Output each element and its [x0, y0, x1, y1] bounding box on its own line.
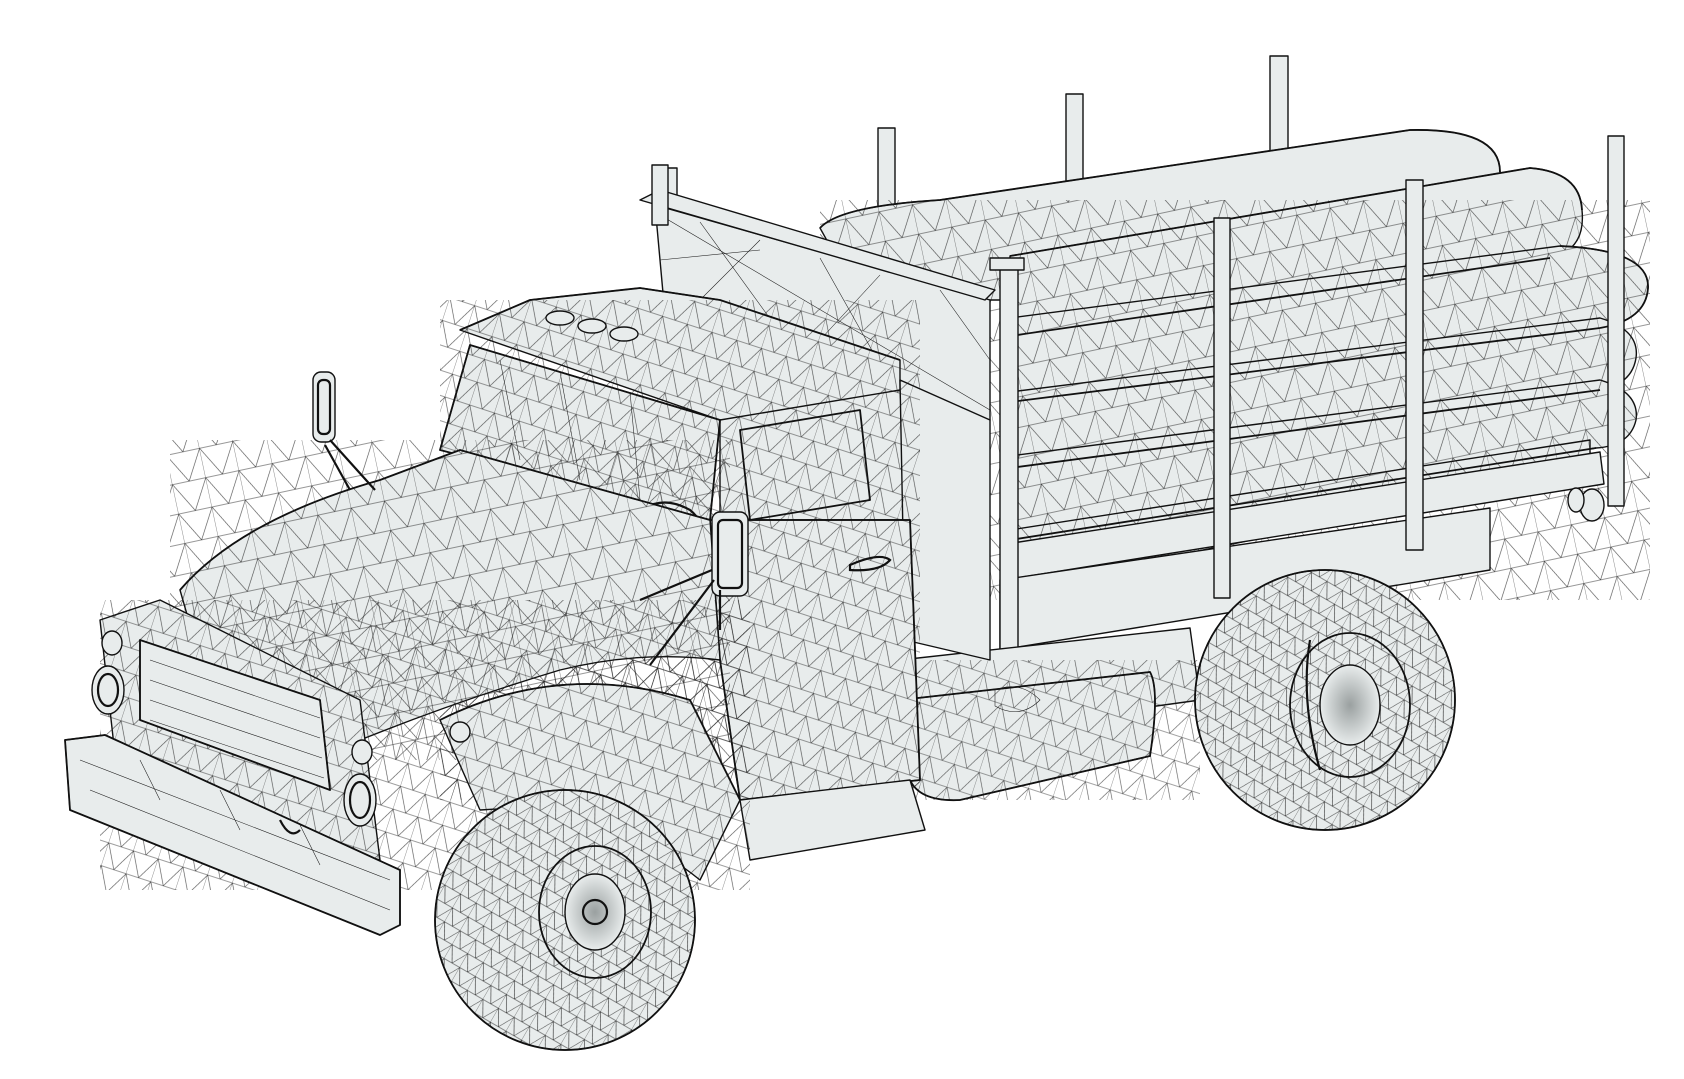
- front-bumper: [64, 734, 401, 936]
- right-mirror: [639, 511, 749, 666]
- rear-hitch: [1567, 487, 1605, 522]
- rear-wheel: [1194, 569, 1456, 831]
- left-mirror: [312, 371, 376, 491]
- chassis: [899, 627, 1201, 802]
- front-wheel: [434, 789, 696, 1051]
- side-stakes: [989, 135, 1625, 653]
